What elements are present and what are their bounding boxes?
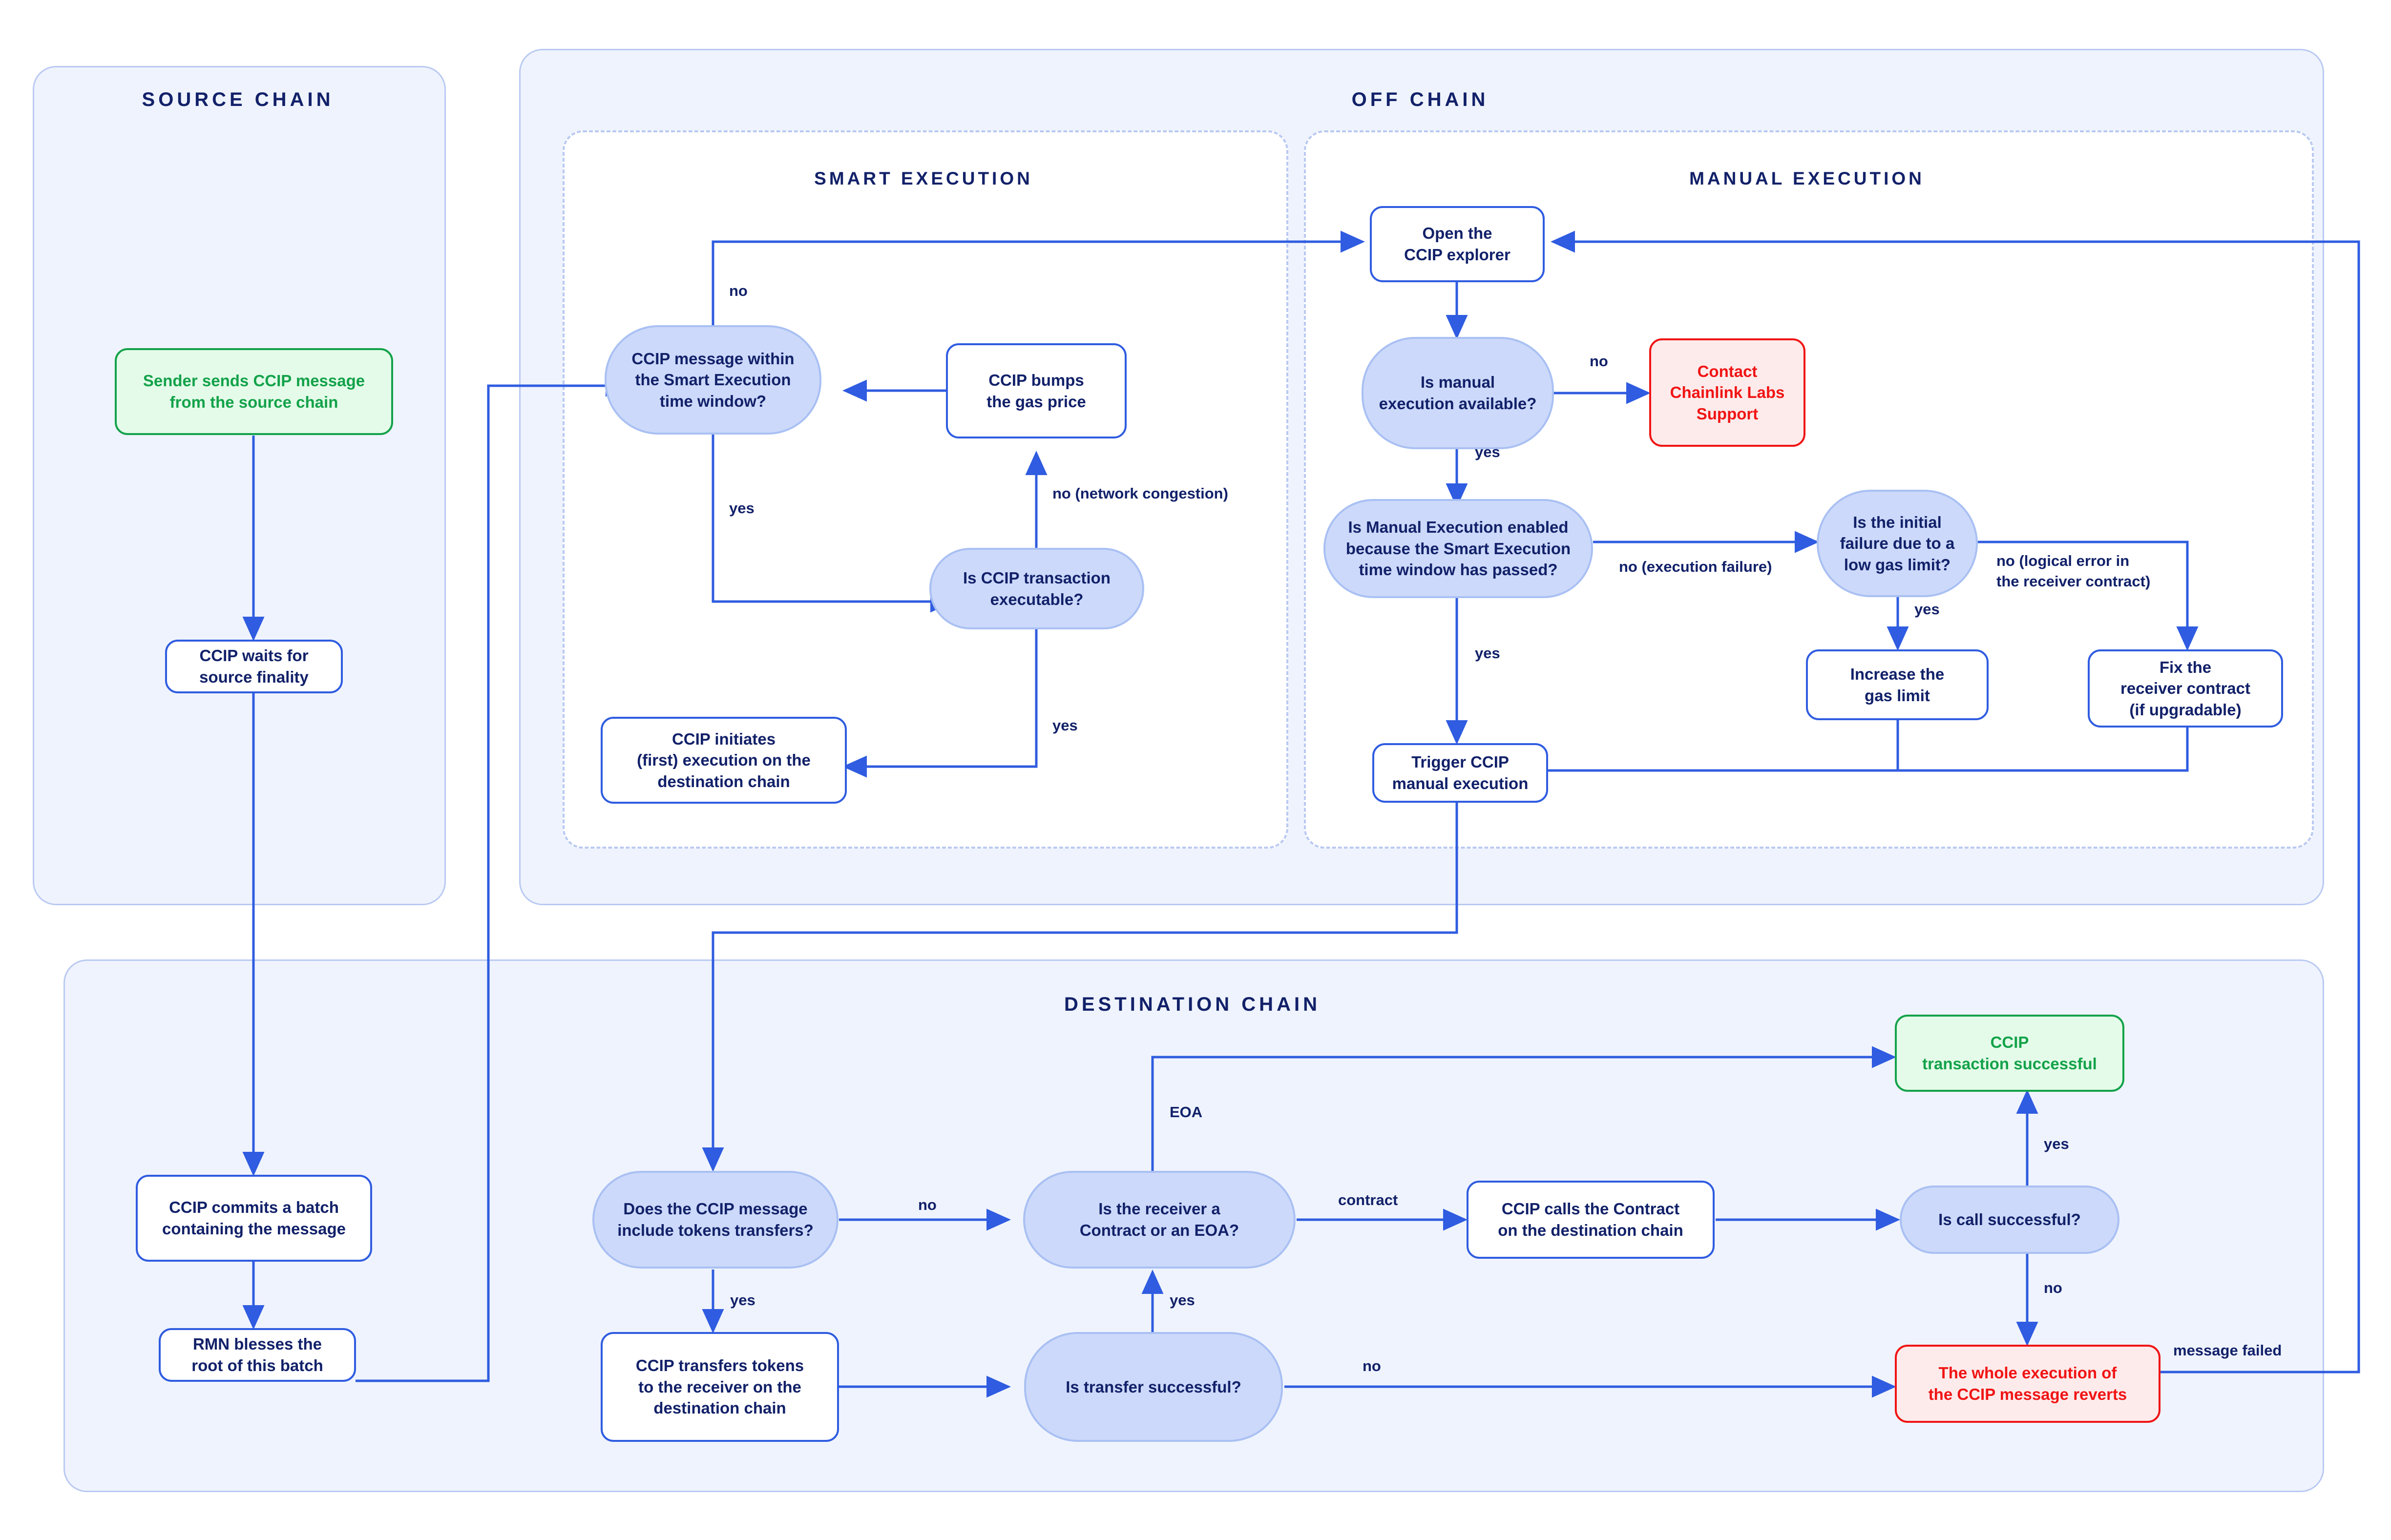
- edge-label-gas-limit-yes: yes: [1914, 601, 1940, 618]
- node-waits-finality[interactable]: CCIP waits for source finality: [165, 640, 343, 693]
- edge-label-manual-available-no: no: [1590, 353, 1608, 370]
- edge-label-receiver-eoa: EOA: [1170, 1103, 1203, 1121]
- node-call-successful[interactable]: Is call successful?: [1900, 1186, 2119, 1254]
- node-calls-contract[interactable]: CCIP calls the Contract on the destinati…: [1467, 1181, 1715, 1259]
- node-tx-successful[interactable]: CCIP transaction successful: [1895, 1015, 2124, 1092]
- node-tx-executable[interactable]: Is CCIP transaction executable?: [929, 548, 1144, 629]
- edge-label-window-no: no: [729, 282, 748, 299]
- node-receiver-type[interactable]: Is the receiver a Contract or an EOA?: [1023, 1171, 1296, 1269]
- node-within-window[interactable]: CCIP message within the Smart Execution …: [605, 325, 821, 435]
- edge-label-manual-enabled-no: no (execution failure): [1619, 558, 1772, 575]
- edge-label-gas-limit-no: no (logical error in the receiver contra…: [1996, 552, 2151, 590]
- node-reverts[interactable]: The whole execution of the CCIP message …: [1895, 1345, 2160, 1423]
- lane-title-source-chain: SOURCE CHAIN: [142, 89, 334, 110]
- edge-label-executable-yes: yes: [1052, 717, 1078, 734]
- node-manual-available[interactable]: Is manual execution available?: [1362, 337, 1554, 449]
- lane-title-off-chain: OFF CHAIN: [1351, 89, 1489, 110]
- lane-title-manual-execution: MANUAL EXECUTION: [1689, 168, 1925, 188]
- node-rmn-blesses[interactable]: RMN blesses the root of this batch: [159, 1328, 356, 1382]
- node-bumps-gas[interactable]: CCIP bumps the gas price: [946, 343, 1127, 438]
- node-manual-enabled[interactable]: Is Manual Execution enabled because the …: [1323, 499, 1593, 598]
- edge-label-receiver-contract: contract: [1338, 1191, 1398, 1208]
- edge-label-call-yes: yes: [2044, 1135, 2069, 1152]
- node-sender-sends[interactable]: Sender sends CCIP message from the sourc…: [115, 348, 393, 435]
- lane-source-chain: [33, 66, 446, 905]
- node-initial-failure[interactable]: Is the initial failure due to a low gas …: [1817, 490, 1978, 597]
- edge-label-tokens-no: no: [918, 1196, 937, 1213]
- node-fix-receiver[interactable]: Fix the receiver contract (if upgradable…: [2088, 649, 2283, 728]
- edge-label-call-no: no: [2044, 1279, 2062, 1296]
- node-include-tokens[interactable]: Does the CCIP message include tokens tra…: [592, 1171, 839, 1269]
- node-trigger-manual[interactable]: Trigger CCIP manual execution: [1372, 743, 1548, 803]
- edge-label-transfer-yes: yes: [1170, 1291, 1195, 1309]
- node-initiates-exec[interactable]: CCIP initiates (first) execution on the …: [601, 717, 847, 804]
- node-transfer-successful[interactable]: Is transfer successful?: [1024, 1332, 1283, 1442]
- lane-title-smart-execution: SMART EXECUTION: [814, 168, 1033, 188]
- node-transfers-tokens[interactable]: CCIP transfers tokens to the receiver on…: [601, 1332, 839, 1442]
- node-commits-batch[interactable]: CCIP commits a batch containing the mess…: [136, 1175, 372, 1262]
- edge-label-manual-enabled-yes: yes: [1475, 645, 1500, 662]
- node-contact-support[interactable]: Contact Chainlink Labs Support: [1649, 338, 1805, 447]
- edge-label-message-failed: message failed: [2173, 1342, 2282, 1359]
- lane-title-destination-chain: DESTINATION CHAIN: [1064, 994, 1321, 1015]
- edge-label-manual-available-yes: yes: [1475, 443, 1500, 460]
- edge-label-window-yes: yes: [729, 499, 755, 517]
- edge-label-executable-no: no (network congestion): [1052, 485, 1228, 502]
- edge-label-tokens-yes: yes: [730, 1291, 755, 1309]
- edge-label-transfer-no: no: [1363, 1357, 1381, 1374]
- node-increase-gas[interactable]: Increase the gas limit: [1806, 649, 1989, 720]
- node-open-explorer[interactable]: Open the CCIP explorer: [1370, 206, 1545, 282]
